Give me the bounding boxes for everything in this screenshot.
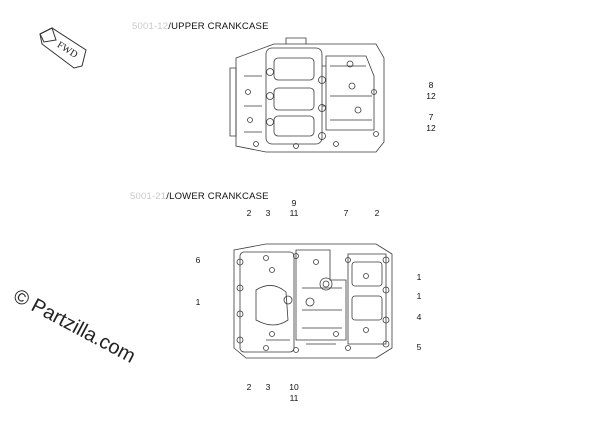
upper-ref-label: 12 — [426, 91, 436, 101]
partzilla-watermark: © Partzilla.com — [9, 285, 139, 368]
lower-top-ref-label: 11 — [289, 208, 299, 218]
lower-side-right-ref-label: 1 — [416, 272, 422, 282]
lower-top-ref-label: 3 — [265, 208, 271, 218]
lower-title-text: /LOWER CRANKCASE — [166, 191, 269, 202]
upper-ref-label: 12 — [426, 123, 436, 133]
fwd-label: FWD — [55, 40, 80, 61]
lower-bottom-ref-label: 11 — [289, 393, 299, 403]
upper-crankcase-title: 5001-12/UPPER CRANKCASE — [132, 22, 269, 32]
lower-title-faded: 5001-21 — [130, 191, 167, 202]
upper-title-faded: 5001-12 — [132, 21, 169, 32]
lower-side-right-ref-label: 1 — [416, 291, 422, 301]
lower-top-ref-label: 7 — [343, 208, 349, 218]
upper-ref-label: 7 — [428, 112, 434, 122]
upper-crankcase-drawing — [229, 37, 385, 153]
lower-bottom-ref-label: 2 — [246, 382, 252, 392]
upper-title-text: /UPPER CRANKCASE — [168, 21, 269, 32]
lower-crankcase-drawing — [233, 243, 393, 359]
lower-crankcase-title: 5001-21/LOWER CRANKCASE — [130, 192, 269, 202]
lower-side-left-ref-label: 1 — [195, 297, 201, 307]
lower-bottom-ref-label: 3 — [265, 382, 271, 392]
lower-side-right-ref-label: 4 — [416, 312, 422, 322]
lower-bottom-ref-label: 10 — [289, 382, 299, 392]
lower-side-right-ref-label: 5 — [416, 342, 422, 352]
lower-top-ref-label: 9 — [291, 198, 297, 208]
fwd-arrow-icon: FWD — [39, 27, 87, 69]
lower-side-left-ref-label: 6 — [195, 255, 201, 265]
lower-top-ref-label: 2 — [246, 208, 252, 218]
upper-ref-label: 8 — [428, 80, 434, 90]
lower-top-ref-label: 2 — [374, 208, 380, 218]
